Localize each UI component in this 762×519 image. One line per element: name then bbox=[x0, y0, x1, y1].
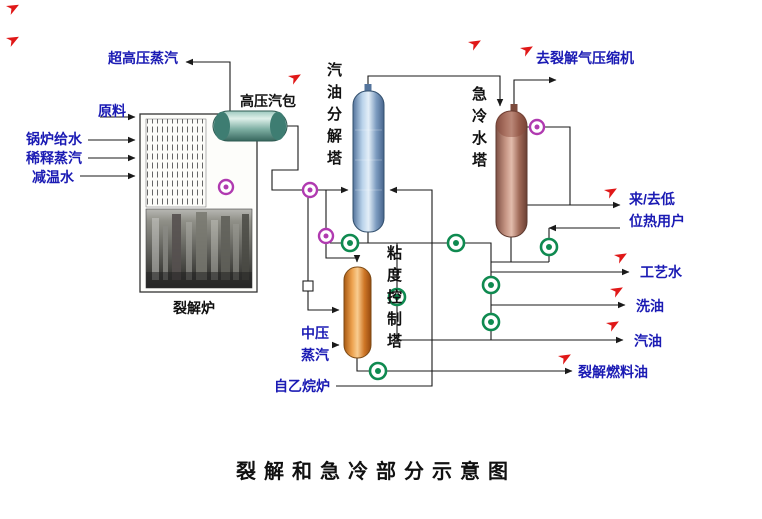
pump-icon bbox=[539, 237, 559, 257]
red-arrow-icon bbox=[558, 350, 574, 365]
label-cracked-fuel-oil: 裂解燃料油 bbox=[578, 364, 648, 380]
quench-water-tower-vessel bbox=[495, 104, 528, 238]
label-boiler-feed-water: 锅炉给水 bbox=[26, 131, 82, 147]
label-uhp-steam: 超高压蒸汽 bbox=[108, 50, 178, 66]
pump-icon bbox=[446, 233, 466, 253]
label-process-water: 工艺水 bbox=[640, 264, 682, 280]
furnace-photo bbox=[145, 208, 253, 289]
label-dilution-steam: 稀释蒸汽 bbox=[26, 150, 82, 166]
red-arrow-icon bbox=[468, 36, 484, 51]
pumps bbox=[340, 233, 559, 381]
pipe-from-ethane bbox=[336, 186, 433, 387]
label-heat-users: 来/去低位热用户 bbox=[629, 191, 685, 229]
red-arrow-icon bbox=[288, 70, 304, 85]
pump-icon bbox=[387, 287, 407, 307]
red-arrow-icon bbox=[614, 249, 630, 264]
red-arrow-icon bbox=[606, 317, 622, 332]
label-viscosity-control-tower: 粘度控制塔 bbox=[385, 245, 402, 355]
pump-icon bbox=[481, 312, 501, 332]
pipe-to-compressor bbox=[513, 76, 557, 104]
label-quench-water-tower: 急冷水塔 bbox=[470, 86, 487, 174]
label-from-ethane-furnace: 自乙烷炉 bbox=[274, 378, 330, 394]
viscosity-control-tower-vessel bbox=[343, 266, 372, 359]
label-to-compressor: 去裂解气压缩机 bbox=[536, 50, 634, 66]
label-gasoline-fractionator: 汽油分解塔 bbox=[325, 62, 342, 172]
label-gasoline: 汽油 bbox=[634, 333, 662, 349]
label-wash-oil: 洗油 bbox=[636, 298, 664, 314]
label-feed: 原料 bbox=[98, 103, 126, 119]
label-hp-steam-drum: 高压汽包 bbox=[240, 93, 296, 109]
red-arrow-icon bbox=[604, 184, 620, 199]
valve-icon bbox=[301, 181, 319, 199]
valves bbox=[217, 118, 546, 292]
red-arrow-icon bbox=[6, 32, 22, 47]
pipe-to-fractionator bbox=[271, 125, 349, 194]
pipe-fuel-oil bbox=[356, 358, 573, 375]
valve-icon bbox=[217, 178, 235, 196]
furnace-coil-hatch bbox=[145, 118, 207, 208]
pump-icon bbox=[368, 361, 388, 381]
diagram-title: 裂解和急冷部分示意图 bbox=[236, 461, 516, 483]
valve-square-icon bbox=[302, 280, 314, 292]
red-arrow-icon bbox=[610, 283, 626, 298]
red-arrow-icon bbox=[520, 42, 536, 57]
cracking-furnace-vessel bbox=[139, 113, 258, 293]
label-desuper-water: 减温水 bbox=[32, 169, 74, 185]
pipe-overhead bbox=[367, 75, 504, 107]
valve-icon bbox=[528, 118, 546, 136]
pump-icon bbox=[481, 275, 501, 295]
gasoline-fractionator-vessel bbox=[352, 84, 385, 233]
label-cracking-furnace: 裂解炉 bbox=[173, 300, 215, 316]
pipe-uhp-steam bbox=[185, 58, 231, 111]
label-mp-steam: 中压蒸汽 bbox=[301, 325, 329, 363]
valve-icon bbox=[317, 227, 335, 245]
pump-icon bbox=[340, 233, 360, 253]
hp-steam-drum-vessel bbox=[212, 110, 288, 142]
red-arrow-icon bbox=[6, 0, 22, 15]
